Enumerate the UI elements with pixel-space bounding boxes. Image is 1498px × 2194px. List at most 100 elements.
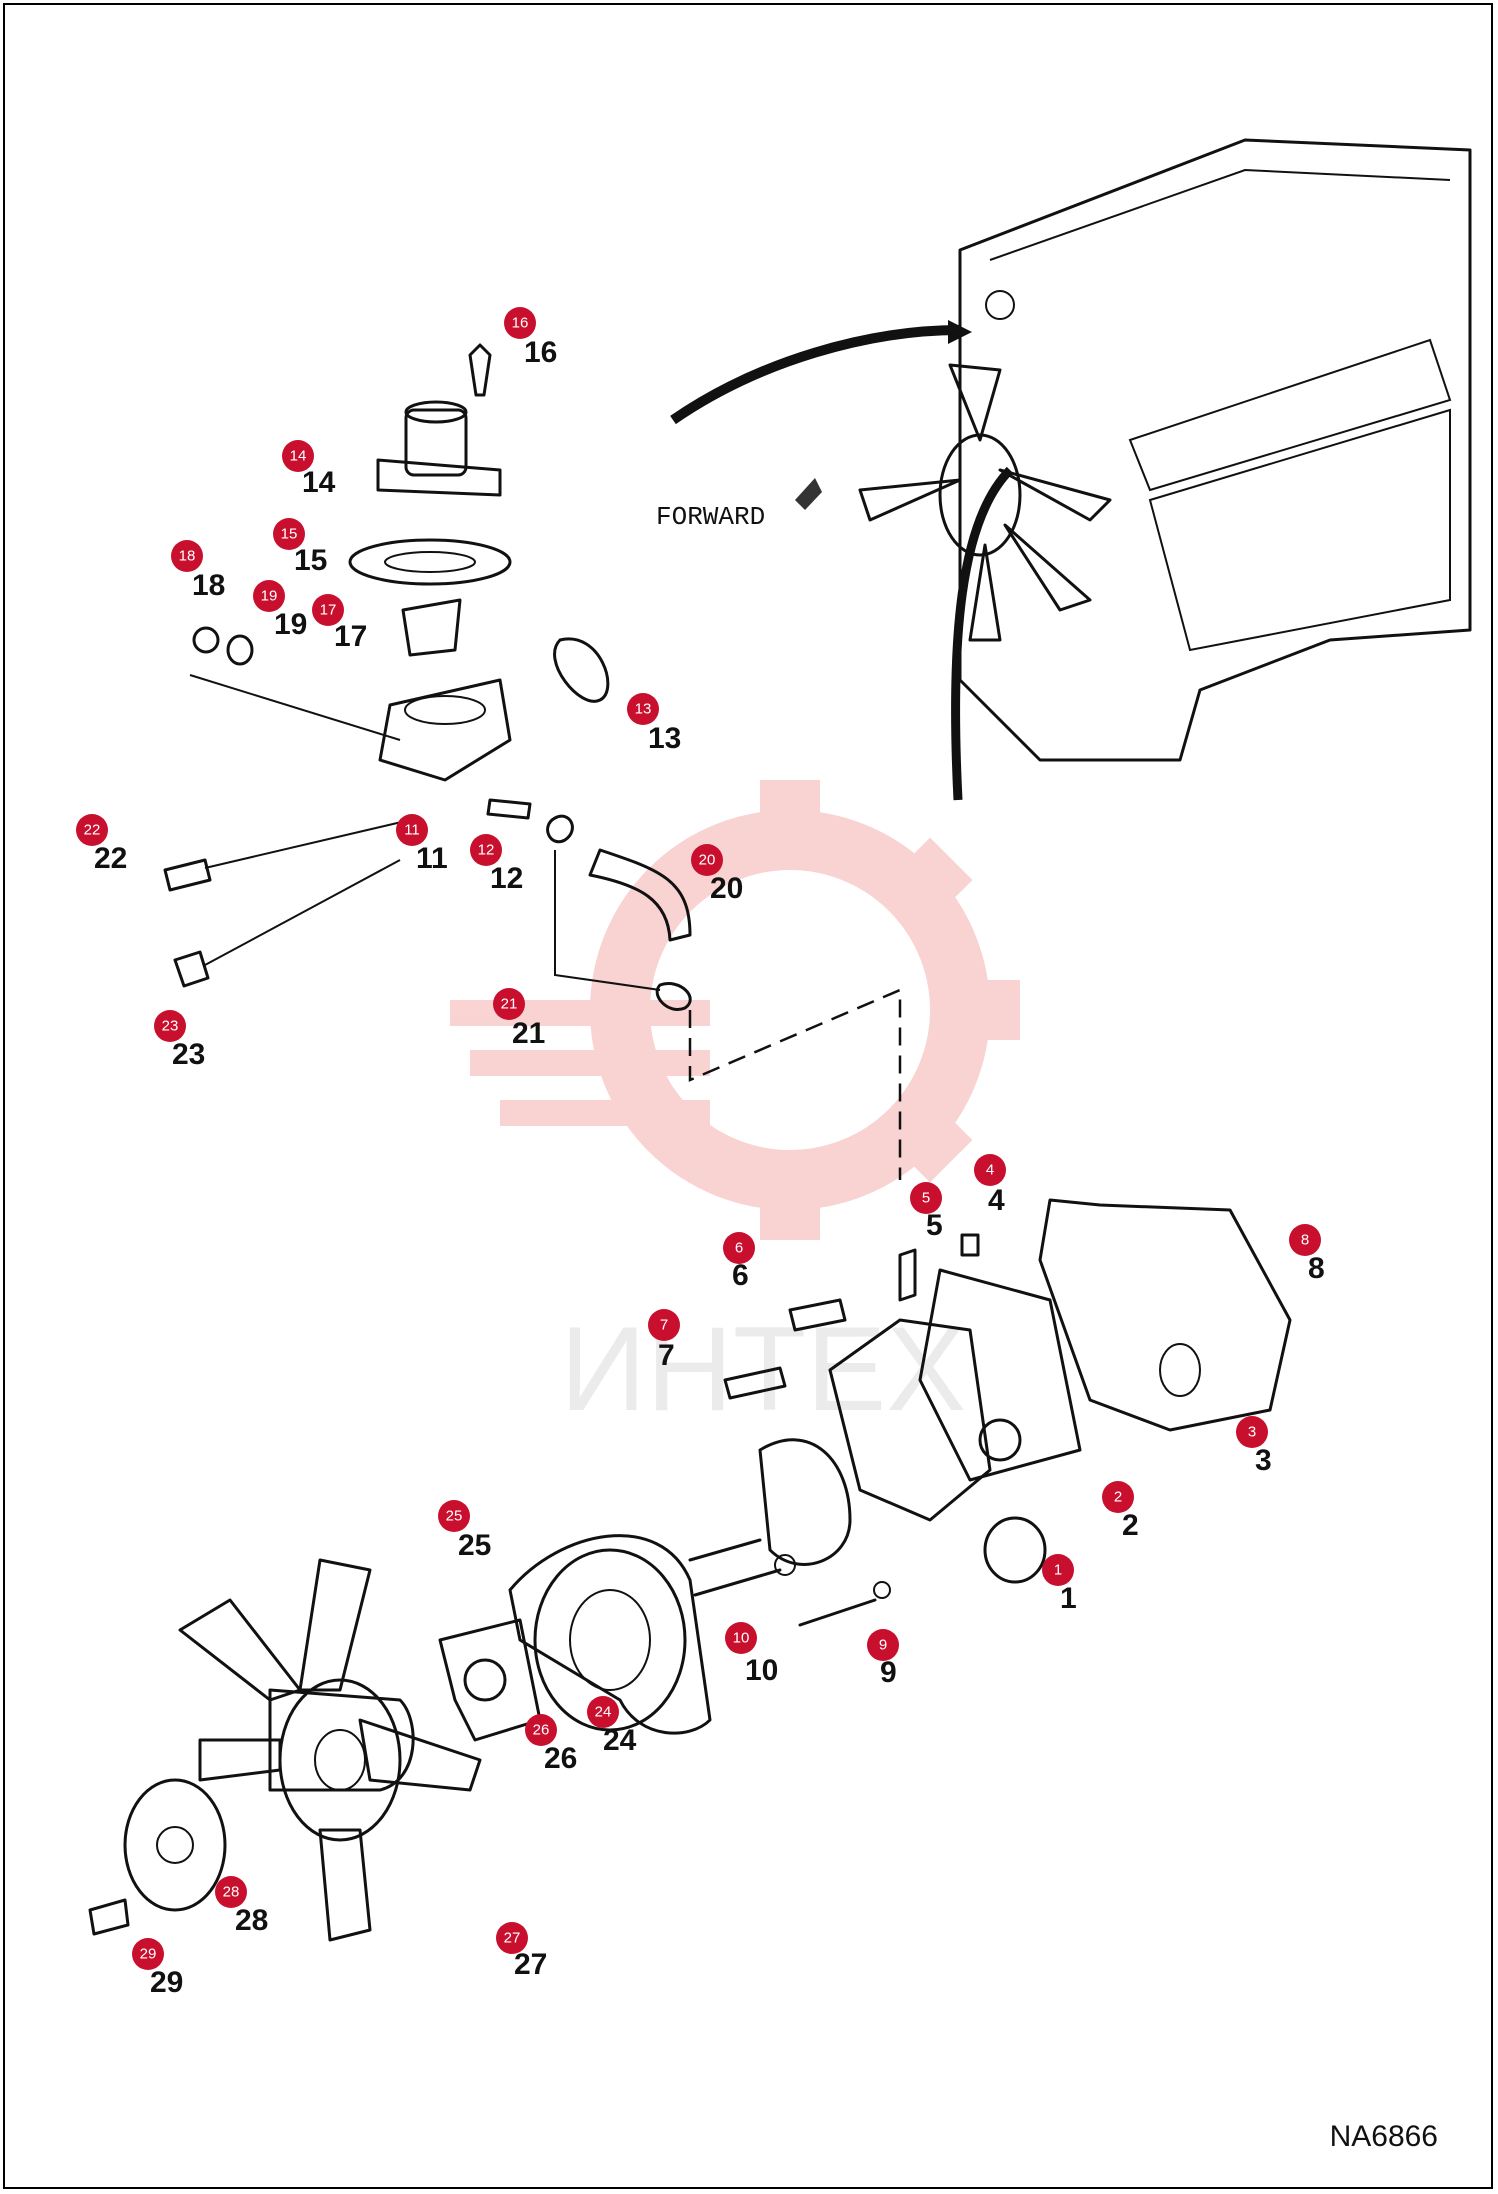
svg-text:8: 8 <box>1301 1232 1309 1249</box>
part-badge: 20 <box>691 844 723 876</box>
callout-3: 33 <box>1236 1416 1272 1477</box>
part-badge: 23 <box>154 1010 186 1042</box>
part-number-label: 23 <box>172 1038 205 1071</box>
svg-text:9: 9 <box>879 1637 887 1654</box>
svg-text:26: 26 <box>533 1722 550 1739</box>
part-number-label: 2 <box>1122 1509 1139 1542</box>
part-number-label: 8 <box>1308 1252 1325 1285</box>
part-badge: 26 <box>525 1714 557 1746</box>
part-number-label: 6 <box>732 1259 749 1292</box>
part-number-label: 10 <box>745 1654 778 1687</box>
part-number-label: 20 <box>710 872 743 905</box>
part-badge: 6 <box>723 1232 755 1264</box>
part-badge: 5 <box>910 1182 942 1214</box>
part-badge: 10 <box>725 1622 757 1654</box>
svg-text:19: 19 <box>261 588 278 605</box>
part-badge: 12 <box>470 834 502 866</box>
water-pump-assembly <box>693 1198 1292 1627</box>
part-badge: 9 <box>867 1629 899 1661</box>
part-badge: 7 <box>648 1309 680 1341</box>
part-number-label: 21 <box>512 1017 545 1050</box>
svg-text:11: 11 <box>404 822 420 839</box>
callout-5: 55 <box>910 1182 943 1242</box>
svg-text:21: 21 <box>501 996 518 1013</box>
svg-text:20: 20 <box>699 852 716 869</box>
part-badge: 1 <box>1042 1554 1074 1586</box>
svg-text:2: 2 <box>1114 1489 1122 1506</box>
forward-label: FORWARD <box>656 502 765 532</box>
part-badge: 14 <box>282 440 314 472</box>
part-number-label: 3 <box>1255 1444 1272 1477</box>
part-number-label: 27 <box>514 1948 547 1981</box>
part-badge: 21 <box>493 988 525 1020</box>
callout-6: 66 <box>723 1232 755 1292</box>
svg-text:4: 4 <box>986 1162 994 1179</box>
part-number-label: 25 <box>458 1529 491 1562</box>
svg-text:12: 12 <box>478 842 495 859</box>
part-number-label: 4 <box>988 1184 1005 1217</box>
thermostat-housing-assembly <box>163 343 902 1180</box>
part-number-label: 1 <box>1060 1582 1077 1615</box>
svg-text:15: 15 <box>281 526 298 543</box>
part-number-label: 28 <box>235 1904 268 1937</box>
part-badge: 27 <box>496 1922 528 1954</box>
svg-text:25: 25 <box>446 1508 463 1525</box>
svg-text:13: 13 <box>635 701 652 718</box>
svg-text:24: 24 <box>595 1704 612 1721</box>
part-number-label: 15 <box>294 544 327 577</box>
part-badge: 13 <box>627 693 659 725</box>
fan-small-drawing <box>858 363 1112 642</box>
watermark-logo: ИНТЕХ <box>450 780 1020 1436</box>
part-number-label: 9 <box>880 1656 897 1689</box>
pulley-belt-fan-assembly <box>88 1534 762 1942</box>
part-number-label: 14 <box>302 466 336 499</box>
svg-text:14: 14 <box>290 448 307 465</box>
svg-text:5: 5 <box>922 1190 930 1207</box>
part-number-label: 13 <box>648 722 681 755</box>
part-badge: 28 <box>215 1876 247 1908</box>
svg-text:6: 6 <box>735 1240 743 1257</box>
part-number-label: 7 <box>658 1339 675 1372</box>
part-badge: 29 <box>132 1938 164 1970</box>
part-badge: 25 <box>438 1500 470 1532</box>
svg-text:29: 29 <box>140 1946 157 1963</box>
part-number-label: 29 <box>150 1966 183 1999</box>
callout-1: 11 <box>1042 1554 1077 1615</box>
diagram-code: NA6866 <box>1329 2120 1438 2153</box>
svg-text:17: 17 <box>320 602 337 619</box>
part-number-label: 11 <box>416 842 448 875</box>
callout-8: 88 <box>1289 1224 1325 1285</box>
part-badge: 17 <box>312 594 344 626</box>
svg-text:16: 16 <box>512 315 529 332</box>
part-badge: 22 <box>76 814 108 846</box>
callout-9: 99 <box>867 1629 899 1689</box>
svg-text:18: 18 <box>179 548 196 565</box>
part-badge: 18 <box>171 540 203 572</box>
svg-text:22: 22 <box>84 822 101 839</box>
part-number-label: 17 <box>334 620 367 653</box>
part-badge: 24 <box>587 1696 619 1728</box>
part-badge: 16 <box>504 307 536 339</box>
svg-text:27: 27 <box>504 1930 521 1947</box>
part-badge: 3 <box>1236 1416 1268 1448</box>
watermark-text: ИНТЕХ <box>560 1302 966 1436</box>
